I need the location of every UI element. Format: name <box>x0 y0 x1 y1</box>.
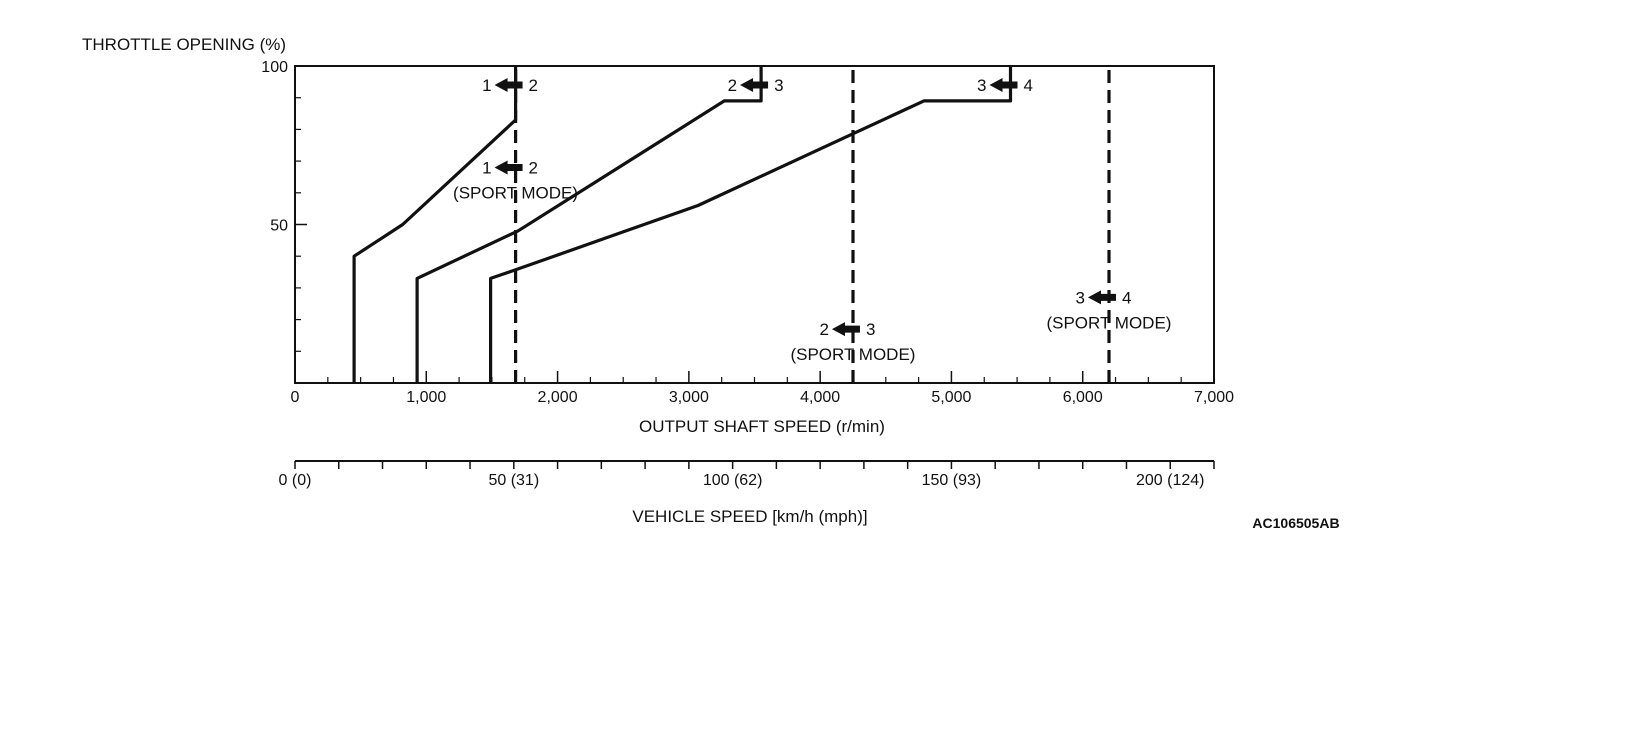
shift-arrow <box>494 78 523 93</box>
secondary-axis-group: 0 (0) 50 (31) 100 (62) 150 (93) 200 (124) <box>279 460 1215 489</box>
shift-arrow <box>831 322 860 337</box>
shift-to-gear: 4 <box>1122 288 1131 307</box>
vehicle-speed-tick-label: 200 (124) <box>1136 472 1205 489</box>
annotations-group: 1 2 2 3 3 4 1 2 (SPORT MODE) 2 3 (SPORT MODE) 3 4 (SPO… <box>453 76 1171 364</box>
shift-from-gear: 2 <box>728 76 737 95</box>
shift-to-gear: 2 <box>529 76 538 95</box>
y-tick-label: 50 <box>270 218 288 235</box>
upshift-line <box>489 66 1013 383</box>
vehicle-speed-tick-label: 100 (62) <box>703 472 763 489</box>
secondary-x-axis-label: VEHICLE SPEED [km/h (mph)] <box>632 507 867 526</box>
x-tick-label: 6,000 <box>1063 389 1103 406</box>
shift-from-gear: 3 <box>977 76 986 95</box>
vehicle-speed-tick-label: 0 (0) <box>279 472 312 489</box>
shift-from-gear: 2 <box>819 320 828 339</box>
shift-arrow <box>989 78 1018 93</box>
axis-ticks-group: 0 1,000 2,000 3,000 4,000 5,000 6,000 7,000 50 10… <box>261 59 1234 406</box>
y-axis-label: THROTTLE OPENING (%) <box>82 35 286 54</box>
shift-arrow <box>494 160 523 175</box>
shift-arrow <box>1087 290 1116 305</box>
shift-from-gear: 3 <box>1076 288 1085 307</box>
sport-mode-label: (SPORT MODE) <box>1046 313 1171 332</box>
y-tick-label: 100 <box>261 59 288 76</box>
x-tick-label: 5,000 <box>931 389 971 406</box>
shift-to-gear: 4 <box>1024 76 1033 95</box>
shift-to-gear: 3 <box>774 76 783 95</box>
x-tick-label: 2,000 <box>538 389 578 406</box>
upshift-line <box>415 66 763 383</box>
figure-code: AC106505AB <box>1252 515 1339 531</box>
vehicle-speed-tick-label: 50 (31) <box>488 472 539 489</box>
x-tick-label: 4,000 <box>800 389 840 406</box>
vehicle-speed-tick-label: 150 (93) <box>922 472 982 489</box>
x-tick-label: 3,000 <box>669 389 709 406</box>
shift-from-gear: 1 <box>482 158 491 177</box>
x-tick-label: 1,000 <box>406 389 446 406</box>
sport-mode-label: (SPORT MODE) <box>790 345 915 364</box>
shift-from-gear: 1 <box>482 76 491 95</box>
shift-to-gear: 3 <box>866 320 875 339</box>
x-tick-label: 0 <box>291 389 300 406</box>
shift-arrow <box>740 78 769 93</box>
x-tick-label: 7,000 <box>1194 389 1234 406</box>
x-axis-label: OUTPUT SHAFT SPEED (r/min) <box>639 417 885 436</box>
sport-mode-label: (SPORT MODE) <box>453 183 578 202</box>
shift-to-gear: 2 <box>529 158 538 177</box>
